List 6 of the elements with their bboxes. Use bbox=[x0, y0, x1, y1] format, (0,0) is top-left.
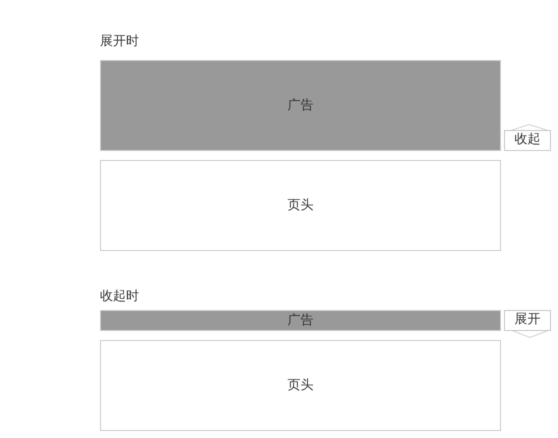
section-heading: 收起时 bbox=[100, 289, 139, 305]
ad-banner: 广告 bbox=[100, 310, 501, 331]
page-header: 页头 bbox=[100, 160, 501, 251]
page-header: 页头 bbox=[100, 340, 501, 431]
section-heading: 展开时 bbox=[100, 34, 139, 50]
ad-banner: 广告 bbox=[100, 60, 501, 151]
